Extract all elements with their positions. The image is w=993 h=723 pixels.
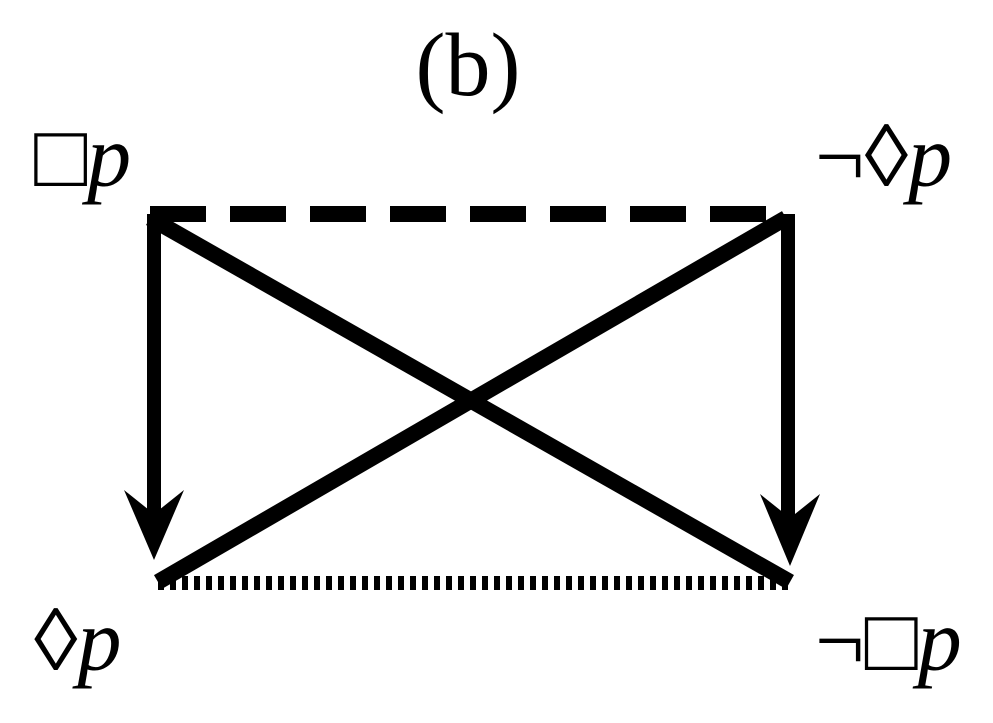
diagonal-line-tr-bl <box>153 211 791 589</box>
variable-p: p <box>912 593 962 690</box>
variable-p: p <box>902 109 952 206</box>
corner-label-top-left: □p <box>34 109 131 206</box>
arrowhead-left-icon <box>124 490 184 560</box>
corner-label-bottom-right: ¬□p <box>815 593 962 690</box>
arrowhead-right-icon <box>760 494 820 566</box>
operator-not-box-icon: ¬□ <box>815 593 918 690</box>
operator-box-icon: □ <box>34 109 87 206</box>
operator-diamond-icon: ◊ <box>34 593 78 690</box>
variable-p: p <box>71 593 121 690</box>
corner-label-top-right: ¬◊p <box>815 109 952 206</box>
corner-label-bottom-left: ◊p <box>34 593 121 690</box>
variable-p: p <box>81 109 131 206</box>
panel-label: (b) <box>416 16 521 115</box>
operator-not-diamond-icon: ¬◊ <box>815 109 909 206</box>
